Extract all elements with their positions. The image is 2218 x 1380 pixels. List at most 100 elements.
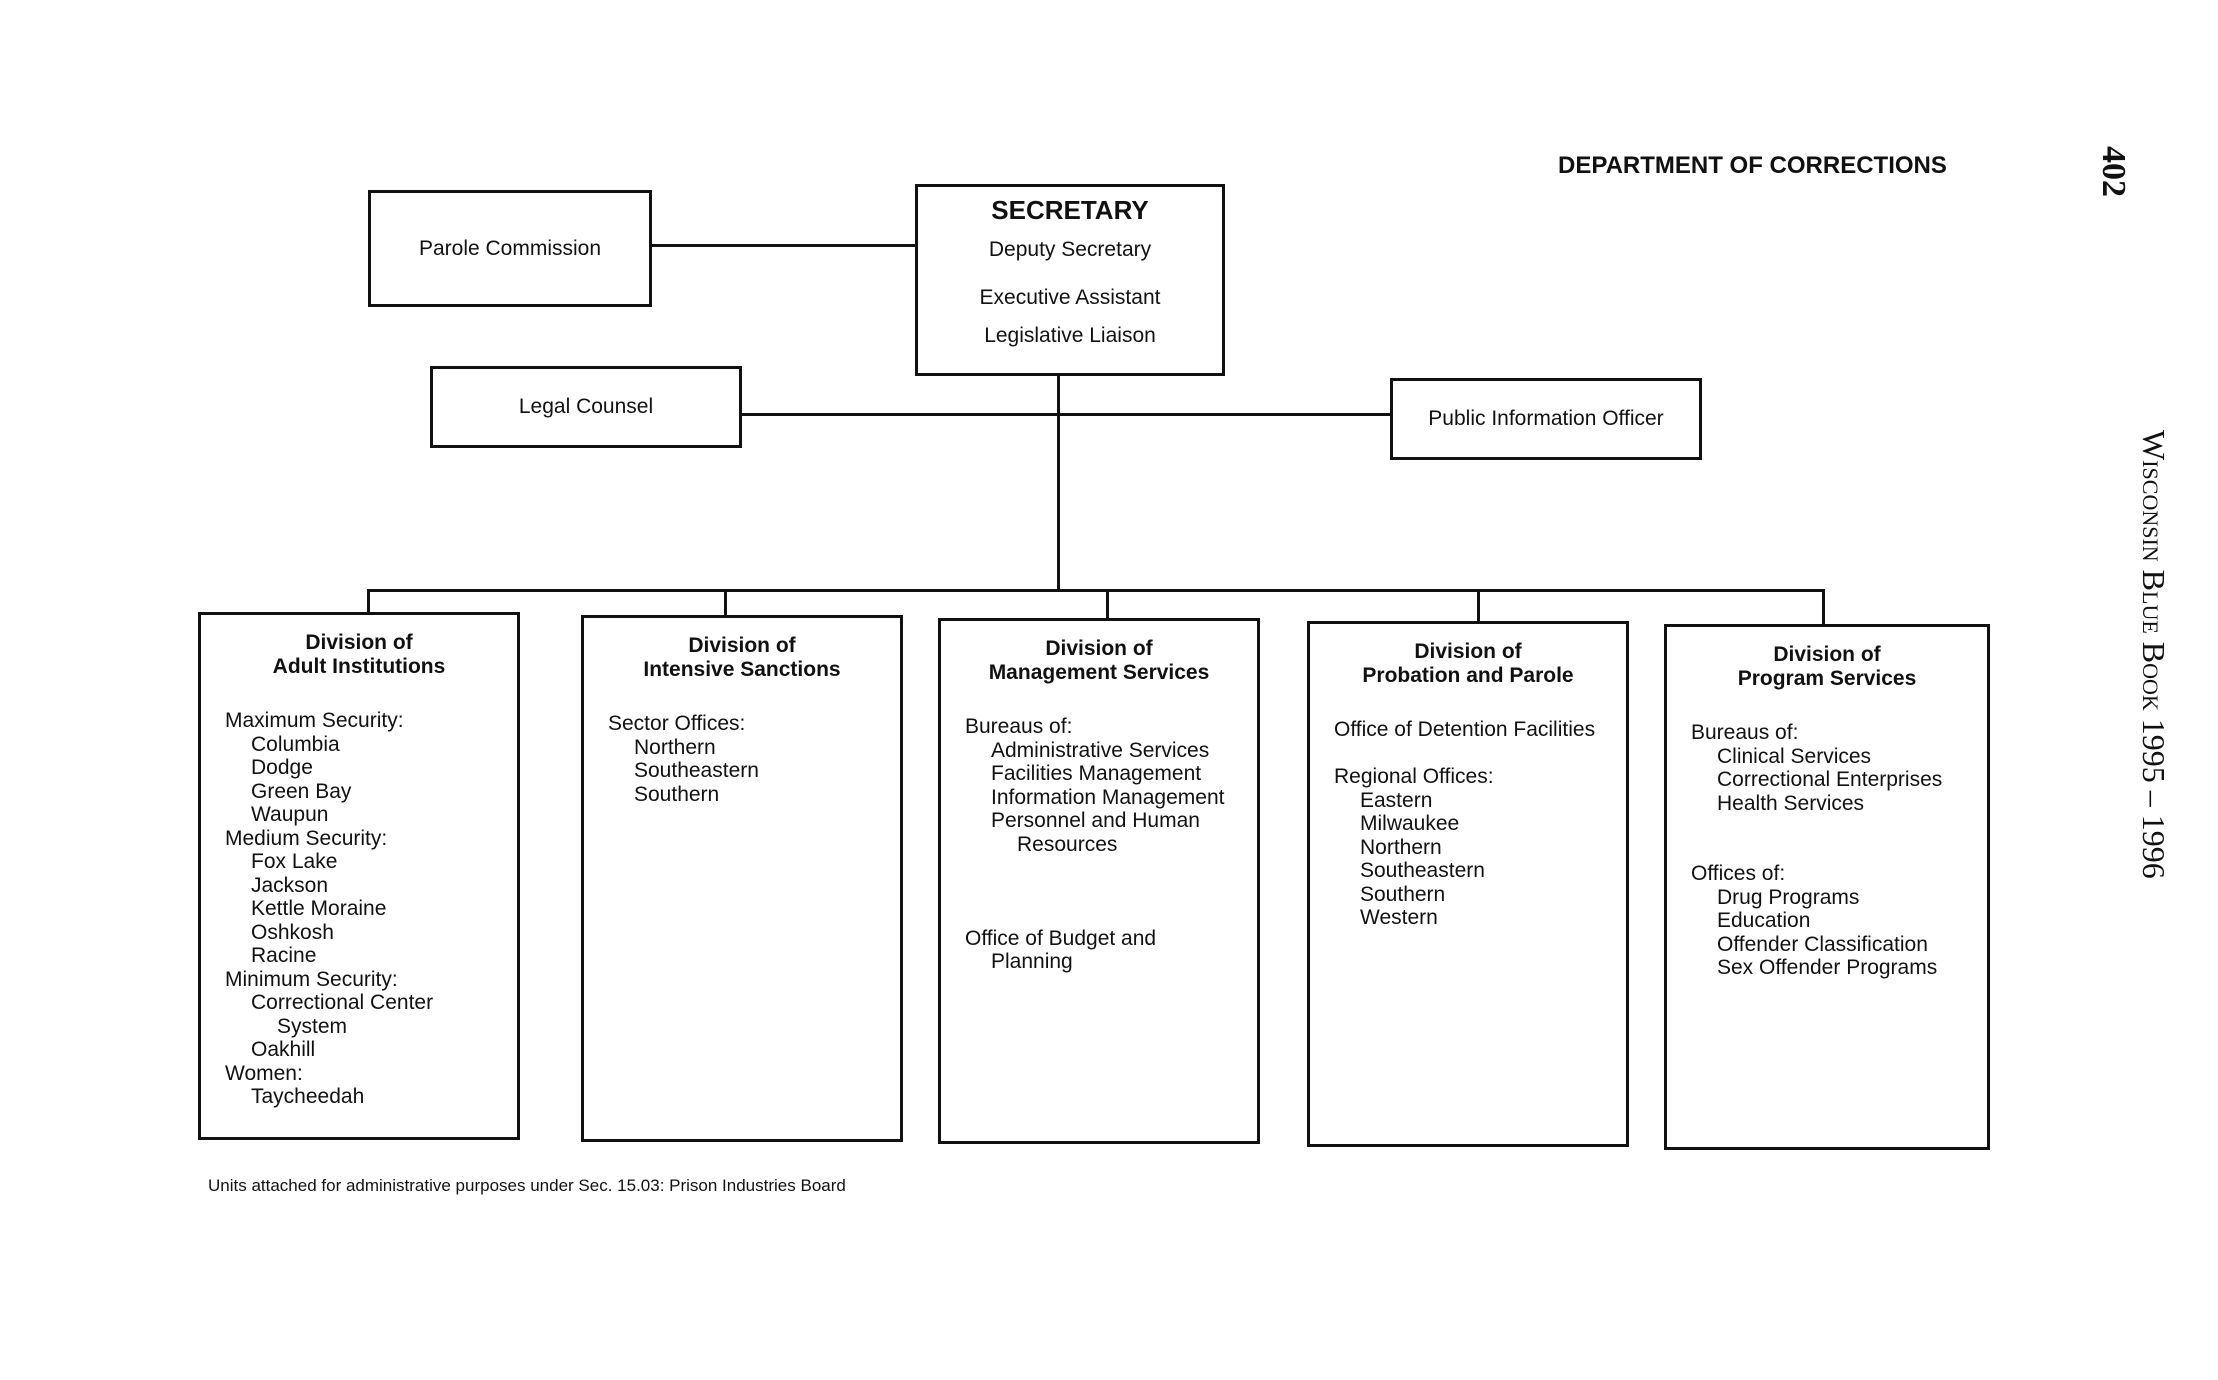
secretary-title: SECRETARY — [991, 195, 1149, 225]
division-title-line-1: Division of — [305, 631, 413, 654]
division-unit-line: Office of Budget and — [965, 926, 1157, 950]
division-unit-line: Maximum Security: — [225, 709, 404, 732]
connector-division-4 — [1477, 589, 1480, 622]
division-unit-line: Sex Offender Programs — [1717, 956, 1938, 979]
division-unit-line: Racine — [251, 944, 317, 967]
division-unit-line: Jackson — [251, 873, 329, 897]
division-unit-line: Northern — [634, 735, 716, 759]
connector-legal-public-info — [742, 413, 1392, 416]
division-unit-line: Green Bay — [251, 779, 352, 803]
division-unit-line: Southern — [634, 782, 720, 806]
division-title-line-1: Division of — [1773, 643, 1881, 666]
division-unit-line: Southeastern — [1360, 859, 1485, 882]
division-unit-line: Personnel and Human — [991, 809, 1200, 832]
division-unit-line: Office of Detention Facilities — [1334, 718, 1596, 741]
division-unit-line: System — [277, 1014, 348, 1038]
division-unit-line: Milwaukee — [1360, 812, 1460, 835]
public-information-officer-label: Public Information Officer — [1428, 407, 1664, 430]
division-unit-line: Southern — [1360, 882, 1446, 906]
division-title-line-1: Division of — [1414, 640, 1522, 663]
division-unit-line — [965, 880, 1257, 904]
division-unit-line: Waupun — [251, 803, 329, 826]
department-title: DEPARTMENT OF CORRECTIONS — [1558, 152, 1947, 179]
division-unit-line: Eastern — [1360, 788, 1433, 812]
division-title-line-1: Division of — [688, 634, 796, 657]
legal-counsel-box: Legal Counsel — [430, 366, 742, 448]
division-unit-line: Planning — [991, 950, 1073, 973]
connector-division-bus — [367, 589, 1824, 592]
footnote: Units attached for administrative purpos… — [208, 1176, 846, 1195]
division-unit-line: Bureaus of: — [1691, 721, 1799, 744]
connector-division-1 — [367, 589, 370, 614]
book-title: Wisconsin Blue Book 1995 – 1996 — [2136, 430, 2172, 879]
secretary-box: SECRETARY Deputy Secretary Executive Ass… — [915, 184, 1225, 376]
division-unit-line: Regional Offices: — [1334, 765, 1494, 788]
division-unit-line — [965, 856, 1257, 880]
division-title-line-2: Management Services — [988, 661, 1210, 684]
division-unit-line: Minimum Security: — [225, 967, 398, 991]
division-unit-line: Oshkosh — [251, 920, 334, 944]
division-unit-line: Drug Programs — [1717, 885, 1860, 909]
division-unit-line: Taycheedah — [251, 1085, 365, 1108]
connector-division-3 — [1106, 589, 1109, 619]
division-title-line-2: Intensive Sanctions — [643, 658, 841, 681]
connector-parole-secretary — [652, 244, 920, 247]
division-title-line-2: Probation and Parole — [1362, 664, 1574, 687]
division-title-line-2: Program Services — [1737, 667, 1917, 690]
division-unit-line: Offices of: — [1691, 862, 1786, 885]
connector-division-2 — [724, 589, 727, 616]
executive-assistant: Executive Assistant — [979, 286, 1161, 309]
legal-counsel-label: Legal Counsel — [518, 395, 654, 418]
division-unit-line: Clinical Services — [1717, 744, 1872, 768]
division-unit-line: Facilities Management — [991, 762, 1202, 785]
parole-commission-box: Parole Commission — [368, 190, 652, 307]
division-unit-line: Fox Lake — [251, 850, 338, 873]
division-unit-line: Columbia — [251, 732, 340, 756]
deputy-secretary: Deputy Secretary — [988, 238, 1152, 261]
page-number: 402 — [2095, 146, 2132, 197]
division-unit-line: Bureaus of: — [965, 715, 1073, 738]
legislative-liaison: Legislative Liaison — [984, 324, 1156, 347]
division-unit-line: Western — [1360, 906, 1438, 929]
division-title-line-1: Division of — [1045, 637, 1153, 660]
division-unit-line: Women: — [225, 1061, 303, 1085]
division-unit-line — [1691, 839, 1987, 863]
division-unit-line: Correctional Enterprises — [1717, 768, 1943, 791]
division-title-line-2: Adult Institutions — [272, 655, 446, 678]
division-unit-line — [965, 903, 1257, 927]
division-unit-line: Northern — [1360, 835, 1442, 859]
division-units-list: Office of Detention Facilities Regional … — [1310, 718, 1626, 930]
division-unit-line: Medium Security: — [225, 826, 388, 850]
division-unit-line: Information Management — [991, 785, 1225, 809]
division-unit-line: Resources — [1017, 832, 1118, 856]
division-unit-line: Health Services — [1717, 791, 1865, 815]
division-unit-line — [1334, 742, 1626, 766]
division-unit-line: Dodge — [251, 756, 313, 779]
division-unit-line: Oakhill — [251, 1038, 316, 1061]
division-unit-line — [1691, 815, 1987, 839]
division-unit-line: Offender Classification — [1717, 932, 1928, 956]
connector-secretary-trunk — [1057, 374, 1060, 592]
division-unit-line: Correctional Center — [251, 991, 434, 1014]
division-unit-line: Sector Offices: — [608, 712, 746, 735]
division-unit-line: Kettle Moraine — [251, 897, 387, 920]
parole-commission-label: Parole Commission — [418, 236, 602, 260]
public-information-officer-box: Public Information Officer — [1390, 378, 1702, 460]
division-unit-line: Southeastern — [634, 759, 759, 782]
connector-division-5 — [1822, 589, 1825, 625]
division-unit-line: Education — [1717, 909, 1811, 932]
